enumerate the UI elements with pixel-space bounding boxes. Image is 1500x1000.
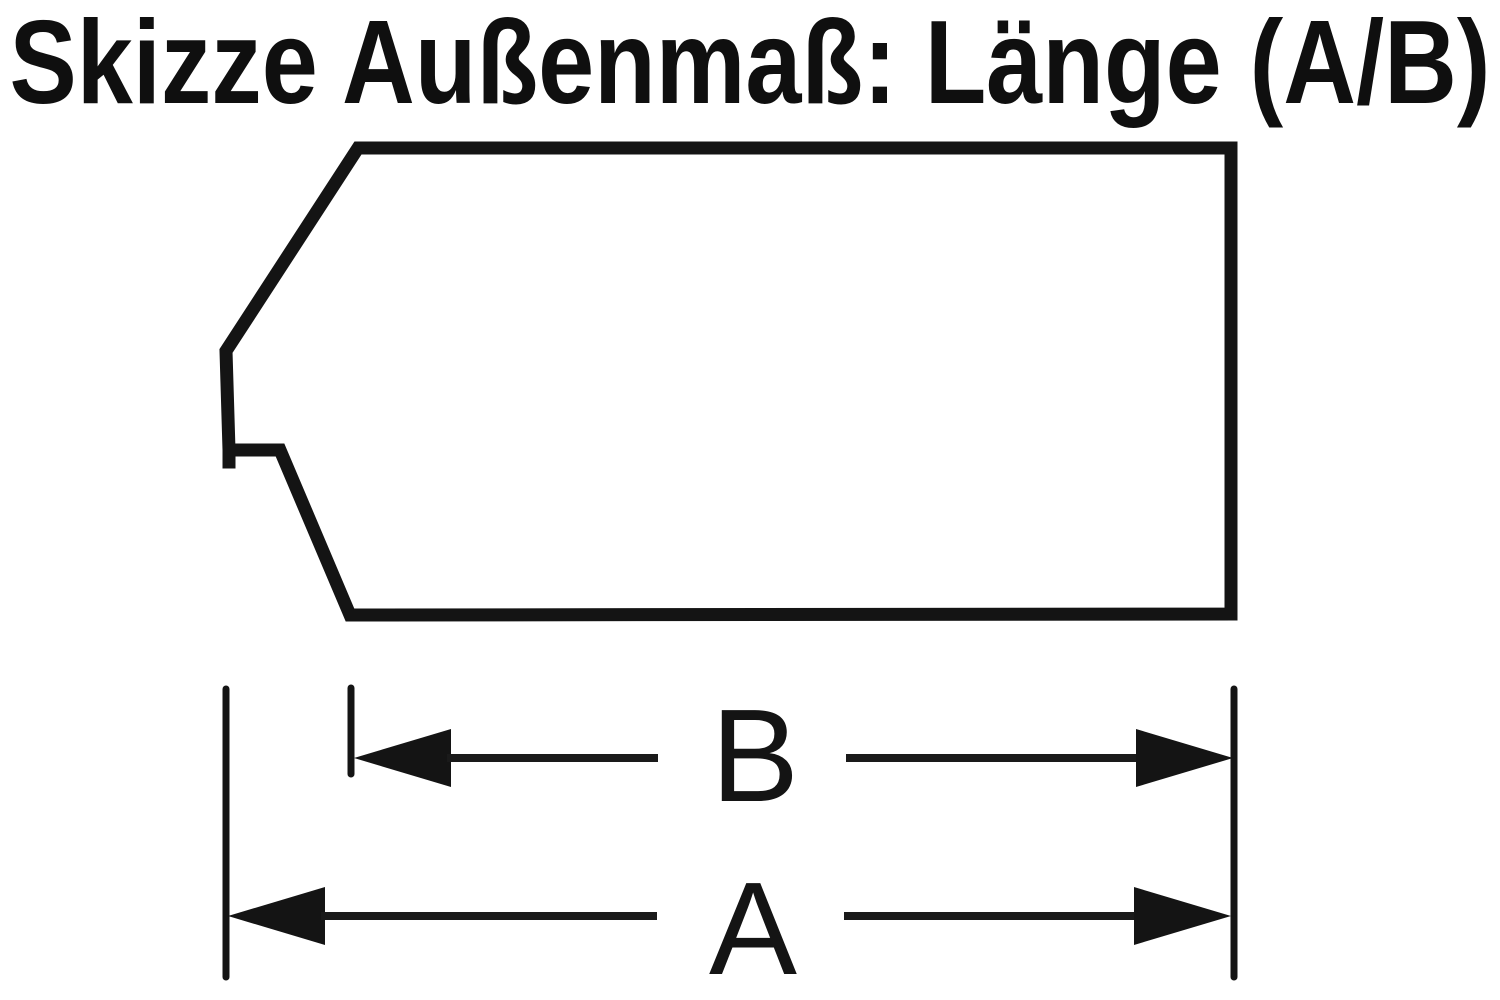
dimension-label-b: B xyxy=(711,682,799,829)
dimension-a: A xyxy=(222,685,1231,1000)
arrowhead-b-right xyxy=(1136,729,1233,787)
dimension-label-a: A xyxy=(709,855,797,1000)
bin-profile-drawing xyxy=(219,141,1238,622)
dimension-b: B xyxy=(347,682,1233,829)
arrowhead-b-left xyxy=(354,729,451,787)
page-title: Skizze Außenmaß: Länge (A/B) xyxy=(10,0,1491,129)
arrowhead-a-right xyxy=(1134,887,1231,945)
arrowhead-a-left xyxy=(228,887,325,945)
bin-outline xyxy=(219,141,1238,622)
